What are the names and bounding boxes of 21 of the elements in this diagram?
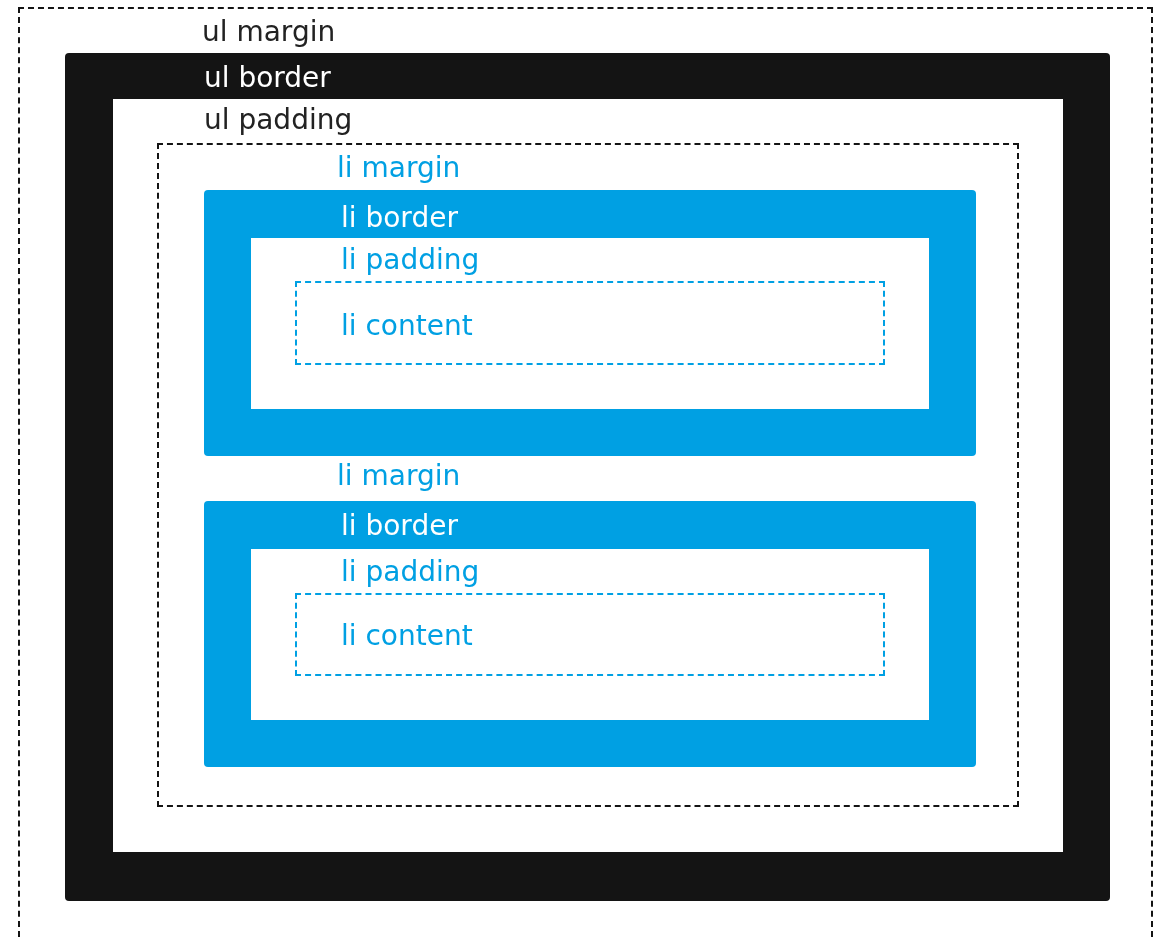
padding-area — [251, 238, 929, 409]
area-label: li padding — [341, 244, 480, 276]
padding-area — [251, 549, 929, 720]
area-label: ul padding — [204, 104, 353, 136]
border-band — [204, 190, 976, 456]
padding-area — [113, 99, 1063, 852]
content-outline — [295, 281, 885, 365]
area-label: li margin — [337, 152, 461, 184]
area-label: ul margin — [202, 16, 336, 48]
border-band — [65, 53, 1110, 901]
content-outline — [295, 593, 885, 676]
content-outline — [157, 143, 1019, 807]
area-label: ul border — [204, 62, 331, 94]
area-label: li content — [341, 310, 473, 342]
area-label: li border — [341, 510, 458, 542]
area-label: li border — [341, 202, 458, 234]
area-label: li margin — [337, 460, 461, 492]
area-label: li content — [341, 620, 473, 652]
margin-outline — [18, 7, 1153, 940]
border-band — [204, 501, 976, 767]
area-label: li padding — [341, 556, 480, 588]
